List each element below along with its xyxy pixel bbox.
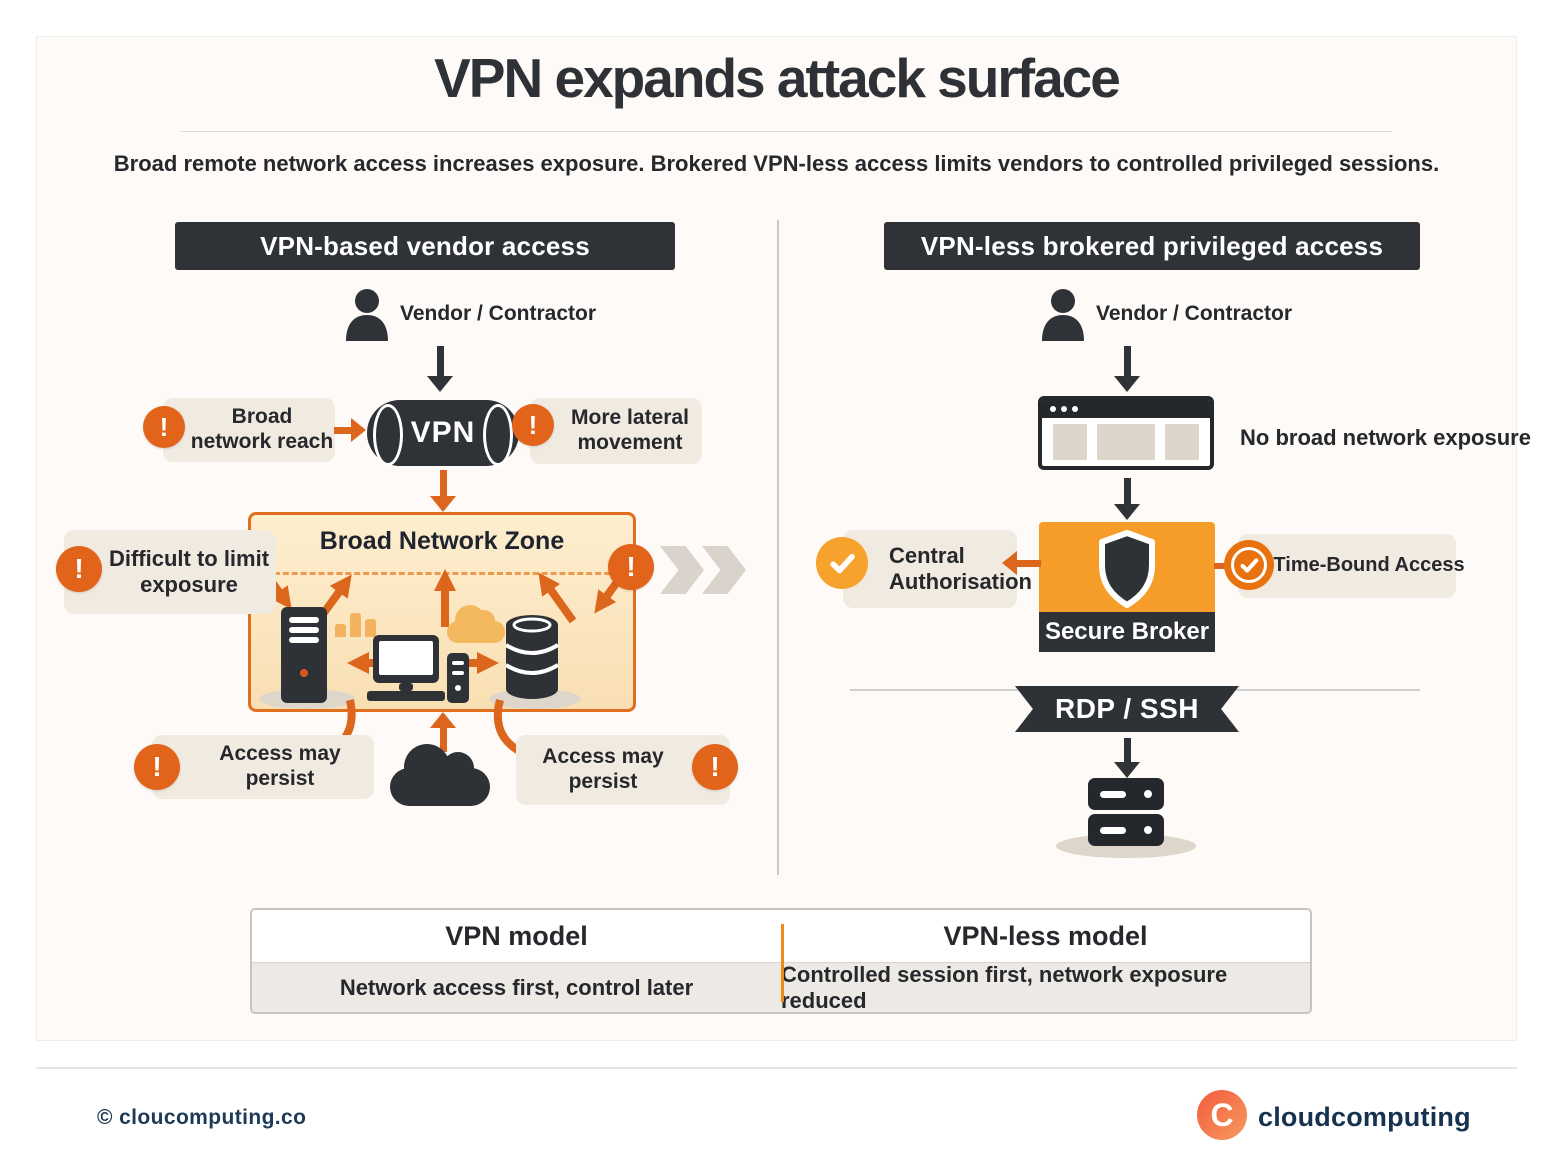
server-rack-icon — [1088, 778, 1164, 850]
brand-wordmark: cloudcomputing — [1258, 1102, 1471, 1132]
browser-content — [1042, 418, 1210, 466]
desktop-icon — [373, 635, 439, 683]
table-cell-vpn: Network access first, control later — [339, 974, 694, 1000]
cloud-icon — [390, 744, 490, 806]
zone-title: Broad Network Zone — [319, 527, 565, 555]
title-divider — [180, 131, 1392, 132]
server-icon — [281, 607, 327, 703]
cloud-icon — [447, 605, 505, 643]
timebound-callout: Time-Bound Access — [1238, 534, 1465, 598]
alert-icon: ! — [134, 744, 180, 790]
down-arrow-icon — [429, 470, 457, 512]
page-subtitle: Broad remote network access increases ex… — [113, 151, 1440, 176]
right-panel-header: VPN-less brokered privileged access — [884, 222, 1420, 270]
down-arrow-icon — [1113, 346, 1141, 392]
footer-divider — [36, 1067, 1517, 1069]
right-actor-label: Vendor / Contractor — [1096, 302, 1293, 325]
panel-divider — [777, 220, 779, 875]
device-icon — [447, 653, 469, 703]
alert-icon: ! — [56, 546, 102, 592]
broker-label: Secure Broker — [1039, 612, 1215, 652]
persist-left-callout: Access may persist — [152, 735, 374, 799]
no-exposure-label: No broad network exposure — [1240, 425, 1531, 450]
down-arrow-icon — [1113, 478, 1141, 520]
table-header-vpnless: VPN-less model — [943, 920, 1148, 951]
table-header-vpn: VPN model — [445, 920, 588, 951]
down-arrow-icon — [1113, 738, 1141, 778]
copyright-text: © cloucomputing.co — [97, 1106, 307, 1129]
shield-icon — [1099, 530, 1155, 608]
vpn-tunnel: VPN — [367, 400, 519, 466]
table-orange-divider — [781, 924, 784, 1002]
left-actor-label: Vendor / Contractor — [400, 302, 597, 325]
secure-broker-box: Secure Broker — [1039, 522, 1215, 652]
comparison-table: VPN model VPN-less model Network access … — [250, 908, 1312, 1014]
up-arrow-icon — [429, 712, 457, 752]
brand-logo-icon: C — [1197, 1090, 1247, 1140]
alert-icon: ! — [512, 404, 554, 446]
left-arrow-icon — [1002, 551, 1041, 575]
broad-reach-callout: Broad network reach — [163, 398, 335, 462]
monitor-stand — [399, 683, 413, 691]
lateral-movement-callout: More lateral movement — [530, 398, 702, 464]
left-panel-header: VPN-based vendor access — [175, 222, 675, 270]
page-title: VPN expands attack surface — [434, 47, 1121, 109]
check-circle-icon — [1224, 540, 1274, 590]
person-icon — [1042, 289, 1084, 341]
table-header-row: VPN model VPN-less model — [252, 910, 1310, 962]
table-cell-vpnless: Controlled session first, network exposu… — [781, 961, 1228, 1013]
alert-icon: ! — [143, 406, 185, 448]
right-arrow-icon — [334, 418, 366, 442]
browser-window-icon — [1038, 396, 1214, 470]
bars-decoration — [335, 613, 376, 637]
database-icon — [504, 615, 560, 699]
keyboard-icon — [367, 691, 445, 701]
protocol-ribbon: RDP / SSH — [1015, 686, 1239, 732]
broad-network-zone: Broad Network Zone — [248, 512, 636, 712]
browser-titlebar — [1042, 400, 1210, 418]
alert-icon: ! — [608, 544, 654, 590]
person-icon — [346, 289, 388, 341]
central-auth-callout: Central Authorisation — [843, 530, 1032, 608]
alert-icon: ! — [692, 744, 738, 790]
down-arrow-icon — [426, 346, 454, 392]
check-icon — [816, 537, 868, 589]
